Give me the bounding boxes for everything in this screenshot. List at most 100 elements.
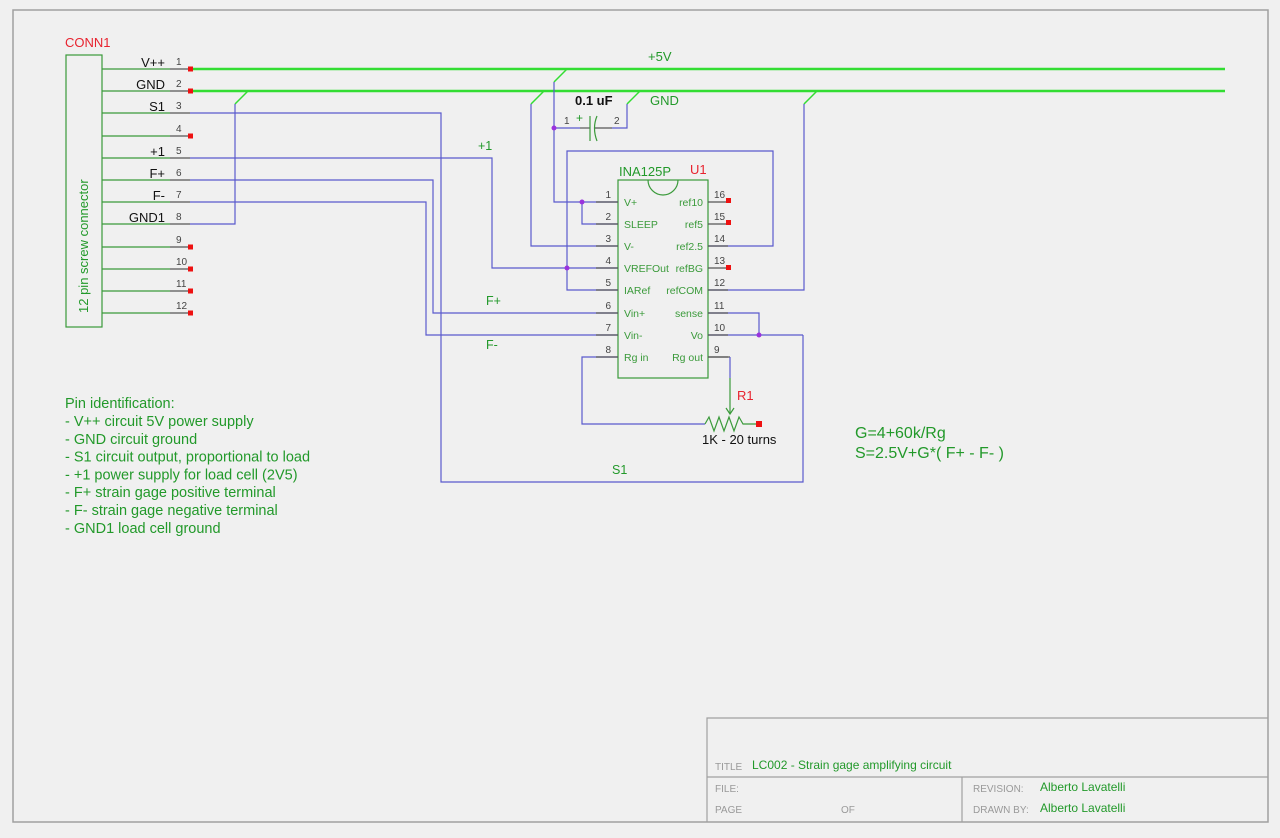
ic-pin-num: 2: [605, 212, 611, 223]
resistor-ref: R1: [737, 388, 754, 403]
notes-line: - V++ circuit 5V power supply: [65, 414, 254, 430]
file-label: FILE:: [715, 784, 739, 795]
ic-pin-num: 5: [605, 278, 611, 289]
wire-plus1[interactable]: [190, 157, 618, 269]
connector-pin[interactable]: 11: [102, 279, 193, 294]
title-label: TITLE: [715, 762, 743, 773]
connector-pin-label: GND: [136, 77, 165, 92]
connector-pin-num: 2: [176, 79, 182, 90]
connector-pin-num: 5: [176, 146, 182, 157]
resistor-r1[interactable]: R1 1K - 20 turns: [702, 378, 777, 447]
notes-line: - GND circuit ground: [65, 432, 197, 448]
capacitor-value: 0.1 uF: [575, 93, 613, 108]
ic-pin-name: refBG: [676, 263, 703, 275]
connector-pin-num: 6: [176, 168, 182, 179]
no-connect-marker: [188, 88, 193, 94]
ic-pin-right[interactable]: 9Rg out: [672, 345, 728, 364]
ic-pin-left[interactable]: 1V+: [596, 190, 637, 209]
ic-pin-right[interactable]: 14 ref2.5: [676, 234, 728, 253]
resistor-value: 1K - 20 turns: [702, 432, 777, 447]
net-label-plus1: +1: [478, 139, 492, 153]
wire-gnd1[interactable]: [190, 104, 236, 225]
ic-pin-num: 15: [714, 212, 726, 223]
no-connect-marker: [188, 310, 193, 316]
connector-pin[interactable]: 2 GND: [102, 77, 193, 94]
connector-pin[interactable]: 12: [102, 301, 193, 316]
notes-line: - F+ strain gage positive terminal: [65, 485, 276, 501]
junction-dot: [579, 199, 585, 205]
connector-pin-label: F+: [149, 166, 165, 181]
connector-pin-num: 1: [176, 57, 182, 68]
ic-pin-num: 1: [605, 190, 611, 201]
wire-fplus[interactable]: [190, 179, 618, 314]
connector-pin[interactable]: 9: [102, 235, 193, 250]
connector-pin[interactable]: 6 F+: [102, 166, 190, 181]
connector-pin[interactable]: 10: [102, 257, 193, 272]
ic-pin-right[interactable]: 12 refCOM: [666, 278, 728, 297]
connector-pin-num: 3: [176, 101, 182, 112]
ic-pin-name: Vin+: [624, 308, 645, 320]
connector-pin[interactable]: 4: [102, 124, 193, 139]
ic-pin-left[interactable]: 3V-: [596, 234, 634, 253]
ic-ref: U1: [690, 162, 707, 177]
net-label-fplus: F+: [486, 294, 501, 308]
drawn-by-value: Alberto Lavatelli: [1040, 801, 1125, 815]
wire-fminus[interactable]: [190, 201, 618, 336]
wire-ref-loop[interactable]: [566, 150, 774, 291]
bus-entries: [234, 68, 818, 105]
ic-pin-name: ref2.5: [676, 241, 703, 253]
wires: [190, 82, 805, 483]
ic-body: [617, 179, 709, 379]
ic-pin-num: 4: [605, 256, 611, 267]
wire-vminus[interactable]: [530, 104, 618, 247]
ic-nc-markers: [726, 198, 731, 270]
revision-label: REVISION:: [973, 784, 1024, 795]
ic-pin-name: IARef: [624, 285, 650, 297]
wire-s1[interactable]: [190, 112, 804, 483]
no-connect-marker: [726, 220, 731, 225]
connector-pin[interactable]: 3S1: [102, 99, 190, 114]
ic-pin-left[interactable]: 8Rg in: [596, 345, 649, 364]
ic-pin-name: SLEEP: [624, 219, 658, 231]
connector-body[interactable]: [65, 54, 103, 328]
ic-pin-name: refCOM: [666, 285, 703, 297]
resistor-zigzag: [704, 415, 756, 433]
ic-pin-num: 11: [714, 301, 725, 312]
wire-refcom[interactable]: [708, 104, 805, 291]
wire-rgin[interactable]: [581, 356, 705, 425]
wire-cap2[interactable]: [612, 104, 628, 129]
ic-pin-num: 10: [714, 323, 726, 334]
no-connect-marker: [188, 133, 193, 139]
connector-pin-label: F-: [153, 188, 165, 203]
notes-line: - F- strain gage negative terminal: [65, 503, 278, 519]
junctions: [551, 125, 762, 338]
ic-u1[interactable]: INA125P U1 1V+2SLEEP3V-4VREFOut5IARef6Vi…: [596, 162, 728, 379]
notes-line: - GND1 load cell ground: [65, 521, 221, 537]
ic-notch: [647, 179, 679, 196]
capacitor[interactable]: 0.1 uF 1 2 +: [564, 93, 620, 142]
sheet-frame: [12, 9, 1269, 823]
connector-description: 12 pin screw connector: [76, 179, 91, 313]
connector-ref: CONN1: [65, 35, 111, 50]
no-connect-marker: [188, 266, 193, 272]
no-connect-marker: [188, 288, 193, 294]
net-label-s1: S1: [612, 463, 627, 477]
connector-pin[interactable]: 5+1: [102, 144, 190, 159]
wire-sleep[interactable]: [581, 202, 618, 225]
ic-pin-num: 14: [714, 234, 726, 245]
connector-pin[interactable]: 7F-: [102, 188, 190, 203]
ic-pin-num: 12: [714, 278, 726, 289]
page-label: PAGE: [715, 805, 742, 816]
connector-pin[interactable]: 1V++: [102, 55, 193, 72]
